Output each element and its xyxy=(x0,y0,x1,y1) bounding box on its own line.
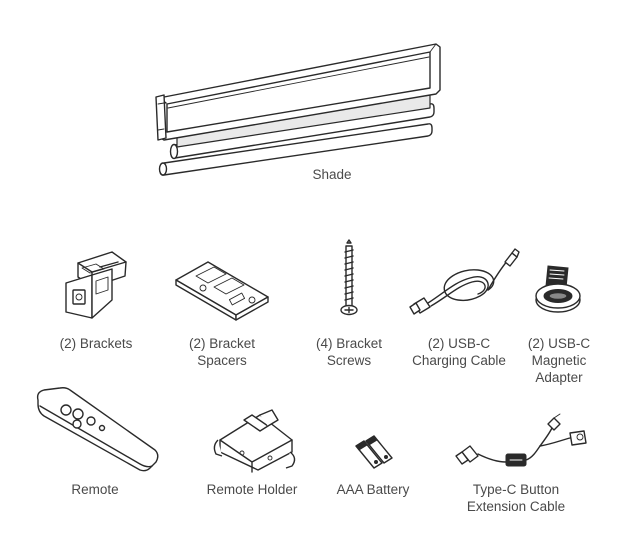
bracket-screws-label: (4) Bracket Screws xyxy=(315,336,383,368)
remote-label: Remote xyxy=(71,482,119,497)
shade-label: Shade xyxy=(312,167,352,182)
remote-holder-label: Remote Holder xyxy=(206,482,298,497)
charging-cable-label: (2) USB-C Charging Cable xyxy=(412,336,506,368)
magnetic-adapter-label: (2) USB-C Magnetic Adapter xyxy=(527,336,591,385)
battery-label: AAA Battery xyxy=(336,482,410,497)
bracket-spacers-label: (2) Bracket Spacers xyxy=(188,336,256,368)
brackets-label: (2) Brackets xyxy=(59,336,133,351)
extension-cable-label: Type-C Button Extension Cable xyxy=(466,482,566,514)
